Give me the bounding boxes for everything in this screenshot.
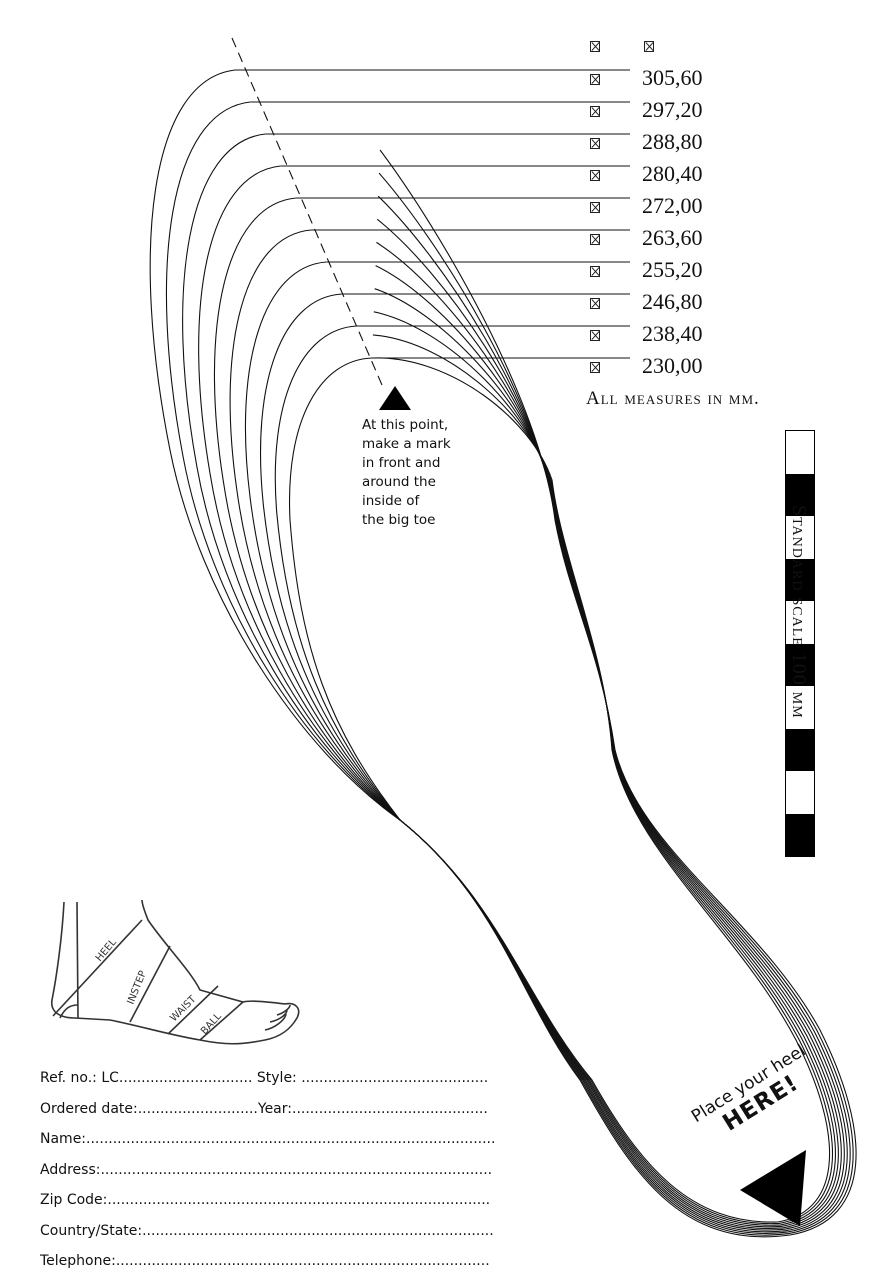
- form-row-zip[interactable]: Zip Code:...............................…: [40, 1192, 491, 1208]
- checkbox-header-2[interactable]: [644, 41, 654, 52]
- toe-axis-dashed-line: [231, 37, 383, 386]
- foot-label-ball: BALL: [199, 1011, 224, 1037]
- size-checkbox[interactable]: [590, 202, 600, 213]
- foot-label-instep: INSTEP: [126, 969, 149, 1006]
- size-outline-curve: [165, 101, 854, 1236]
- size-outline-curve: [149, 69, 857, 1238]
- order-form: Ref. no.: LC............................…: [40, 1066, 495, 1280]
- form-row-country[interactable]: Country/State:..........................…: [40, 1222, 494, 1239]
- foot-label-heel: HEEL: [94, 937, 119, 964]
- heel-triangle-icon: [740, 1150, 806, 1226]
- size-outline-curve: [288, 357, 830, 1223]
- size-checkbox[interactable]: [590, 330, 600, 341]
- instruction-line: around the: [362, 474, 436, 490]
- size-checkbox[interactable]: [590, 298, 600, 309]
- form-row-name[interactable]: Name:...................................…: [40, 1131, 496, 1147]
- size-checkbox[interactable]: [590, 266, 600, 277]
- scale-bar: [785, 430, 815, 857]
- size-outline-curve: [244, 261, 839, 1228]
- instruction-line: make a mark: [362, 436, 451, 452]
- measure-note: All measures in mm.: [586, 388, 760, 409]
- instruction-line: the big toe: [362, 512, 436, 528]
- size-outline-curve: [182, 133, 851, 1234]
- size-label: 230,00: [642, 353, 703, 378]
- size-label: 297,20: [642, 97, 703, 122]
- size-checkbox[interactable]: [590, 74, 600, 85]
- instruction-line: in front and: [362, 455, 441, 471]
- form-row-telephone[interactable]: Telephone:..............................…: [40, 1253, 490, 1269]
- size-label: 272,00: [642, 193, 703, 218]
- size-label: 305,60: [642, 65, 703, 90]
- scale-label: Standard scale 100 mm: [788, 505, 810, 719]
- checkbox-header-1[interactable]: [590, 41, 600, 52]
- size-label: 263,60: [642, 225, 703, 250]
- size-label: 255,20: [642, 257, 703, 282]
- instruction-line: At this point,: [362, 417, 449, 433]
- form-row-date-year[interactable]: Ordered date:...........................…: [40, 1100, 488, 1117]
- size-label: 246,80: [642, 289, 703, 314]
- form-row-ref-style[interactable]: Ref. no.: LC............................…: [40, 1070, 489, 1086]
- size-checkbox[interactable]: [590, 234, 600, 245]
- toe-mark-triangle-icon: [379, 386, 411, 410]
- size-label: 238,40: [642, 321, 703, 346]
- size-label: 280,40: [642, 161, 703, 186]
- toe-instruction: At this point, make a mark in front and …: [362, 416, 451, 530]
- size-outline-curve: [213, 197, 845, 1231]
- size-outline-curve: [229, 229, 842, 1230]
- instruction-line: inside of: [362, 493, 420, 509]
- size-label: 288,80: [642, 129, 703, 154]
- size-checkbox[interactable]: [590, 362, 600, 373]
- foot-diagram: [50, 899, 300, 1045]
- size-checkbox[interactable]: [590, 170, 600, 181]
- form-row-address[interactable]: Address:................................…: [40, 1161, 493, 1178]
- size-checkbox[interactable]: [590, 138, 600, 149]
- size-outline-curve: [198, 165, 848, 1233]
- size-checkbox[interactable]: [590, 106, 600, 117]
